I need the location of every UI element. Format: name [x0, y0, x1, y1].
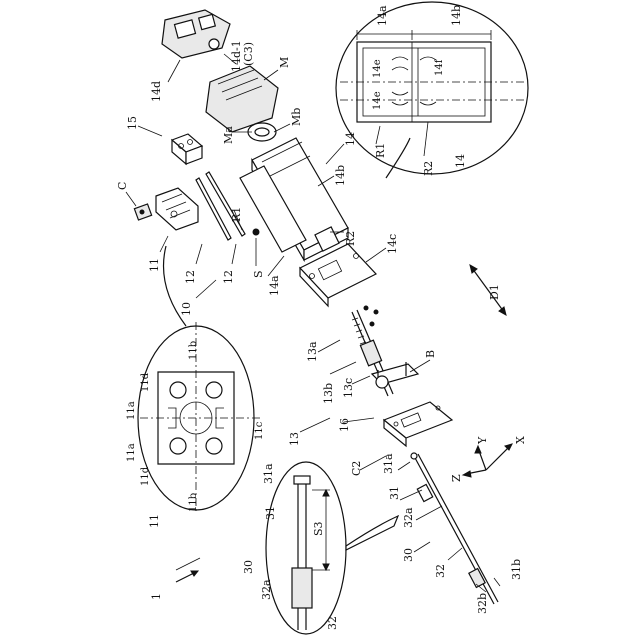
- reference-labels: 1 14d 14d-1 (C3) M Ma Mb 14a 14b 14e 14f…: [116, 5, 527, 630]
- label-32-right: 32: [434, 564, 447, 578]
- label-C2: C2: [350, 461, 363, 476]
- part-11-endcap: [156, 188, 198, 230]
- label-13c: 13c: [342, 378, 355, 398]
- label-31-left: 31: [264, 506, 277, 520]
- label-R1-top: R1: [374, 143, 387, 158]
- label-14: 14: [344, 132, 357, 146]
- label-11b-bot: 11b: [188, 493, 199, 512]
- label-14b-top: 14b: [450, 5, 463, 26]
- label-Z: Z: [450, 474, 463, 482]
- label-16: 16: [338, 418, 351, 432]
- label-32-left: 32: [326, 616, 339, 630]
- label-R1: R1: [230, 207, 243, 222]
- label-31-right: 31: [388, 486, 401, 500]
- rod-30-detail: [266, 462, 398, 634]
- part-15-block: [172, 134, 202, 164]
- label-32b: 32b: [476, 593, 489, 614]
- label-11b-top: 11b: [188, 341, 199, 360]
- part-14d-housing: [162, 10, 230, 58]
- label-R2: R2: [344, 231, 357, 246]
- label-13b: 13b: [322, 383, 335, 404]
- label-Y: Y: [476, 436, 489, 445]
- leader-curve-30: [386, 138, 410, 178]
- label-10: 10: [180, 302, 193, 316]
- label-12-b: 12: [222, 270, 235, 284]
- part-16-plate: [384, 402, 452, 446]
- label-S3: S3: [312, 521, 325, 536]
- label-X: X: [514, 436, 527, 444]
- label-14f: 14f: [434, 58, 445, 76]
- coordinate-axes: [463, 444, 512, 477]
- label-11d-top: 11d: [140, 372, 151, 392]
- label-R2-top: R2: [422, 161, 435, 176]
- part-B-bracket: [372, 362, 418, 388]
- profile-section-detail: [336, 2, 528, 174]
- label-32a-right: 32a: [402, 507, 415, 528]
- label-30-right: 30: [402, 548, 415, 562]
- part-C-coupler: [134, 204, 151, 220]
- label-14e-b: 14e: [372, 91, 383, 110]
- label-Mb: Mb: [290, 108, 303, 126]
- label-D1: D1: [488, 284, 501, 300]
- fig-ref-arrow: [176, 571, 198, 582]
- label-12-a: 12: [184, 270, 197, 284]
- label-11-bot: 11: [148, 514, 161, 528]
- label-14d: 14d: [150, 81, 163, 102]
- label-14b: 14b: [334, 165, 347, 186]
- label-14e-a: 14e: [372, 59, 383, 78]
- label-30-left: 30: [242, 560, 255, 574]
- label-fig-ref: 1: [150, 593, 163, 600]
- part-12-rods: [196, 172, 245, 240]
- label-11-top: 11: [148, 258, 161, 272]
- label-31a-right: 31a: [382, 453, 395, 474]
- label-31a-left: 31a: [262, 463, 275, 484]
- label-11c: 11c: [254, 421, 265, 440]
- label-13: 13: [288, 432, 301, 446]
- label-14a-top: 14a: [376, 5, 389, 26]
- label-B: B: [424, 350, 437, 358]
- label-Ma: Ma: [222, 126, 235, 144]
- label-11a-bot: 11a: [126, 443, 137, 462]
- label-14c: 14c: [386, 234, 399, 254]
- label-14a: 14a: [268, 275, 281, 296]
- label-32a-left: 32a: [260, 579, 273, 600]
- label-11d-bot: 11d: [140, 466, 151, 486]
- label-S: S: [252, 270, 265, 278]
- label-M: M: [278, 57, 291, 68]
- label-13a: 13a: [306, 341, 319, 362]
- endcap-section-detail: [138, 246, 260, 512]
- label-15: 15: [126, 116, 139, 130]
- label-C: C: [116, 182, 129, 190]
- label-14-top: 14: [454, 154, 467, 168]
- label-11a-top: 11a: [126, 401, 137, 420]
- label-c3: (C3): [242, 42, 255, 66]
- label-31b: 31b: [510, 559, 523, 580]
